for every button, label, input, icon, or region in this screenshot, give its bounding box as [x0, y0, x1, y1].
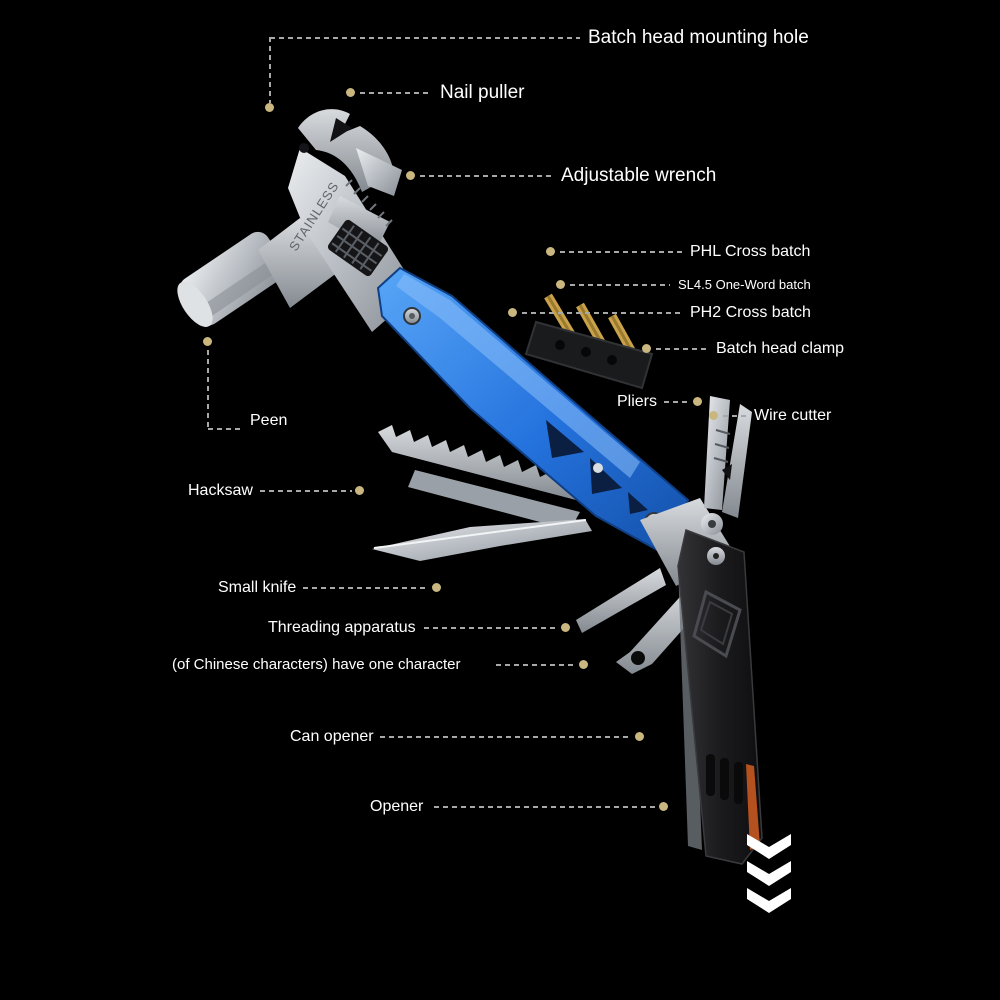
callout-label: Batch head mounting hole	[588, 27, 809, 48]
leader-line	[664, 401, 690, 403]
leader-line	[303, 587, 429, 589]
leader-dot	[579, 660, 588, 669]
small-knife-blade	[372, 519, 592, 561]
leader-line	[420, 175, 554, 177]
knife-edge-highlight	[373, 519, 587, 549]
leader-line	[434, 806, 656, 808]
clamp-hole-3	[607, 355, 617, 365]
leader-line	[270, 37, 580, 39]
hammer-head	[177, 231, 287, 327]
leader-line	[723, 415, 747, 417]
leader-line	[424, 627, 558, 629]
leader-line	[380, 736, 632, 738]
chevron-down-icon	[747, 834, 791, 913]
wrench-knurl	[327, 219, 389, 277]
wrench-scale-marks	[345, 179, 393, 227]
handle-diamond-outer	[692, 589, 742, 659]
leader-line	[207, 350, 209, 429]
callout-label: (of Chinese characters) have one charact…	[172, 656, 461, 673]
leader-line	[260, 490, 352, 492]
wrench-sliding-jaw	[328, 196, 390, 250]
callout-label: Wire cutter	[754, 407, 832, 424]
leader-dot	[659, 802, 668, 811]
threading-apparatus-tool	[576, 568, 666, 633]
callout-label: Threading apparatus	[268, 619, 416, 636]
leader-dot	[556, 280, 565, 289]
leader-dot	[709, 411, 718, 420]
clamp-hole-1	[555, 340, 565, 350]
callout-label: Pliers	[617, 393, 658, 410]
callout-label: Can opener	[290, 728, 374, 745]
handle-rivet-top-center	[409, 313, 415, 319]
leader-dot	[561, 623, 570, 632]
pliers-jaw-right	[722, 404, 752, 518]
tool-pivot-screw	[593, 463, 603, 473]
leader-line	[269, 37, 271, 103]
callout-label: Peen	[250, 412, 288, 429]
leader-dot	[346, 88, 355, 97]
handle-cutout-1	[546, 420, 584, 458]
blue-handle-highlight	[396, 274, 640, 478]
leader-line	[522, 312, 682, 314]
callout-label: Hacksaw	[188, 482, 253, 499]
handle-slot-1	[706, 754, 715, 796]
leader-line	[570, 284, 670, 286]
handle-orange-accent	[746, 764, 760, 850]
leader-dot	[432, 583, 441, 592]
leader-dot	[203, 337, 212, 346]
leader-dot	[642, 344, 651, 353]
callout-label: Adjustable wrench	[561, 165, 717, 186]
leader-dot	[406, 171, 415, 180]
leader-dot	[265, 103, 274, 112]
callout-label: SL4.5 One-Word batch	[678, 277, 811, 292]
wire-cutter-notch	[722, 464, 732, 480]
pliers-jaw-left	[704, 396, 730, 510]
handle-slot-3	[734, 762, 743, 804]
leader-dot	[546, 247, 555, 256]
pliers-pivot-center	[708, 520, 716, 528]
opener-hook-hole	[631, 651, 645, 665]
hammer-neck	[258, 218, 338, 308]
handle-cutout-3	[628, 492, 648, 514]
leader-line	[560, 251, 682, 253]
flat-tool	[408, 470, 580, 530]
leader-dot	[635, 732, 644, 741]
leader-line	[208, 428, 242, 430]
claw-notch	[330, 118, 352, 142]
clamp-hole-2	[581, 347, 591, 357]
wrench-fixed-jaw	[356, 148, 402, 196]
handle-slot-2	[720, 758, 729, 800]
leader-dot	[355, 486, 364, 495]
callout-label: Small knife	[218, 579, 297, 596]
black-handle-screw-center	[713, 553, 719, 559]
leader-dot	[693, 397, 702, 406]
batch-head-mounting-hole-detail	[299, 143, 309, 153]
screwdriver-bits	[544, 293, 636, 355]
callout-label: PHL Cross batch	[690, 243, 811, 260]
hacksaw-blade	[378, 425, 576, 500]
leader-dot	[508, 308, 517, 317]
handle-diamond-inner	[699, 600, 734, 646]
callout-label: PH2 Cross batch	[690, 304, 811, 321]
callout-label: Opener	[370, 798, 424, 815]
pliers-serrations	[713, 429, 731, 463]
callout-label: Nail puller	[440, 82, 525, 103]
leader-line	[360, 92, 432, 94]
leader-line	[496, 664, 576, 666]
leader-line	[656, 348, 708, 350]
callout-label: Batch head clamp	[716, 340, 845, 357]
